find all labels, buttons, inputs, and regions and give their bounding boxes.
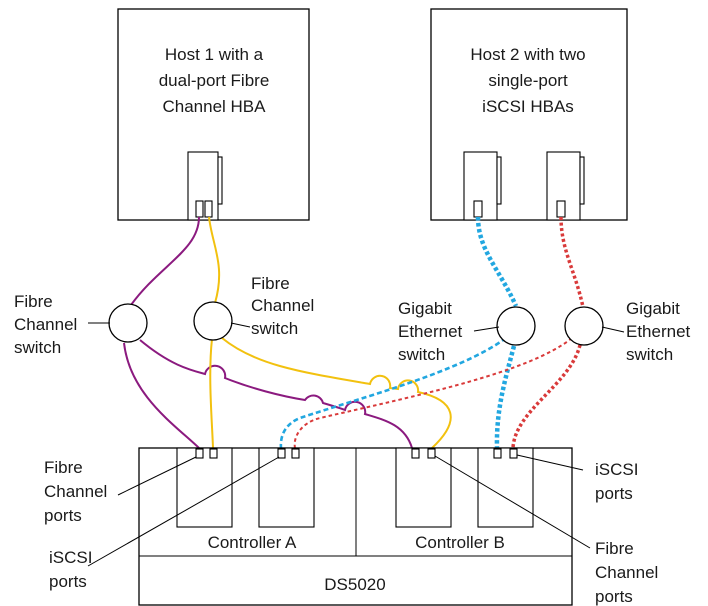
ge-switch-right-label-3: switch	[626, 345, 673, 364]
iscsi-cable-switch-1-to-controller-a	[279, 336, 507, 449]
fc-switch-right-leader	[230, 322, 251, 328]
fc-switch-right-label-3: switch	[251, 319, 298, 338]
fc-cable-host-to-switch-1	[130, 216, 200, 306]
callout-fc-ports-right: Fibre Channel ports	[434, 455, 658, 606]
fc-cable-switch-2-to-controller-b	[221, 337, 452, 449]
host-1-label-line-1: Host 1 with a	[165, 45, 264, 64]
fc-cable-host-to-switch-2	[208, 216, 221, 304]
ge-switch-right-circle	[564, 306, 604, 346]
callout-iscsi-ports-left-2: ports	[49, 572, 87, 591]
fc-switch-right-circle	[193, 301, 233, 341]
controller-a-label: Controller A	[208, 533, 297, 552]
iscsi-cable-host-to-switch-2	[559, 216, 585, 308]
iscsi-cable-switch-1-to-controller-b	[494, 345, 517, 449]
callout-iscsi-ports-left: iSCSI ports	[49, 456, 280, 591]
host-2-label-line-2: single-port	[488, 71, 568, 90]
host-2-iscsi-hba-2	[546, 151, 585, 221]
fc-switch-right-label-1: Fibre	[251, 274, 290, 293]
fc-switch-left-label-3: switch	[14, 338, 61, 357]
host-2: Host 2 with two single-port iSCSI HBAs	[430, 8, 628, 221]
fc-switch-left-label-2: Channel	[14, 315, 77, 334]
fc-switch-right-label-2: Channel	[251, 296, 314, 315]
fc-switch-left: Fibre Channel switch	[14, 292, 148, 357]
callout-fc-ports-left-1: Fibre	[44, 458, 83, 477]
host-1-dual-port-hba	[187, 151, 223, 221]
callout-iscsi-ports-right-2: ports	[595, 484, 633, 503]
hba-port-2	[204, 200, 213, 218]
controller-a-iscsi-card	[258, 447, 315, 528]
controller-b-label: Controller B	[415, 533, 505, 552]
ge-switch-left-leader	[473, 326, 500, 332]
controller-b-fc-port-1	[411, 448, 420, 459]
ge-switch-right-label-1: Gigabit	[626, 299, 680, 318]
fc-switch-right: Fibre Channel switch	[193, 274, 314, 341]
callout-iscsi-ports-right-1: iSCSI	[595, 460, 638, 479]
callout-leader	[117, 456, 197, 496]
fc-cable-switch-2-to-controller-a	[209, 338, 214, 449]
controller-a-iscsi-port-1	[277, 448, 286, 459]
callout-leader	[87, 456, 280, 567]
controller-b-fc-card	[395, 447, 452, 528]
host-2-label-line-1: Host 2 with two	[470, 45, 585, 64]
controller-b-fc-port-2	[427, 448, 436, 459]
callout-leader	[434, 455, 591, 549]
iscsi-cable-switch-2-to-controller-a	[293, 337, 573, 449]
fc-switch-left-circle	[108, 303, 148, 343]
callout-leader	[516, 454, 584, 471]
hba-port	[556, 200, 566, 218]
ge-switch-left: Gigabit Ethernet switch	[398, 299, 536, 364]
ge-switch-left-label-1: Gigabit	[398, 299, 452, 318]
iscsi-cable-switch-2-to-controller-b	[511, 344, 582, 449]
hba-bracket	[217, 156, 223, 205]
host-1-label-line-3: Channel HBA	[162, 97, 266, 116]
controller-a-fc-port-2	[209, 448, 218, 459]
ge-switch-right-label-2: Ethernet	[626, 322, 691, 341]
hba-bracket	[496, 156, 502, 205]
callout-fc-ports-right-3: ports	[595, 587, 633, 606]
host-2-iscsi-hba-1	[463, 151, 502, 221]
controller-b-iscsi-port-2	[509, 448, 518, 459]
ds5020-storage: Controller A Controller B DS5020	[138, 447, 573, 606]
ge-switch-left-label-2: Ethernet	[398, 322, 463, 341]
controller-a-fc-port-1	[195, 448, 204, 459]
controller-a-fc-card	[176, 447, 233, 528]
fc-switch-left-label-1: Fibre	[14, 292, 53, 311]
hba-bracket	[579, 156, 585, 205]
controller-b-iscsi-card	[477, 447, 534, 528]
callout-iscsi-ports-left-1: iSCSI	[49, 548, 92, 567]
callout-fc-ports-left-3: ports	[44, 506, 82, 525]
ge-switch-left-circle	[496, 306, 536, 346]
fc-cable-switch-1-to-controller-b	[139, 339, 413, 449]
host-1: Host 1 with a dual-port Fibre Channel HB…	[117, 8, 310, 221]
hba-port-1	[195, 200, 204, 218]
callout-fc-ports-right-2: Channel	[595, 563, 658, 582]
callout-fc-ports-left-2: Channel	[44, 482, 107, 501]
ds5020-label: DS5020	[324, 575, 385, 594]
ge-switch-left-label-3: switch	[398, 345, 445, 364]
fc-cable-switch-1-to-controller-a	[123, 342, 200, 449]
host-2-label-line-3: iSCSI HBAs	[482, 97, 574, 116]
controller-b-iscsi-port-1	[493, 448, 502, 459]
iscsi-cable-host-to-switch-1	[475, 216, 519, 307]
callout-fc-ports-right-1: Fibre	[595, 539, 634, 558]
callout-fc-ports-left: Fibre Channel ports	[44, 456, 197, 525]
controller-a-iscsi-port-2	[291, 448, 300, 459]
cables	[123, 216, 585, 449]
host-1-label-line-2: dual-port Fibre	[159, 71, 270, 90]
callout-iscsi-ports-right: iSCSI ports	[516, 454, 638, 503]
ge-switch-right-leader	[601, 326, 625, 333]
ge-switch-right: Gigabit Ethernet switch	[564, 299, 691, 364]
hba-port	[473, 200, 483, 218]
